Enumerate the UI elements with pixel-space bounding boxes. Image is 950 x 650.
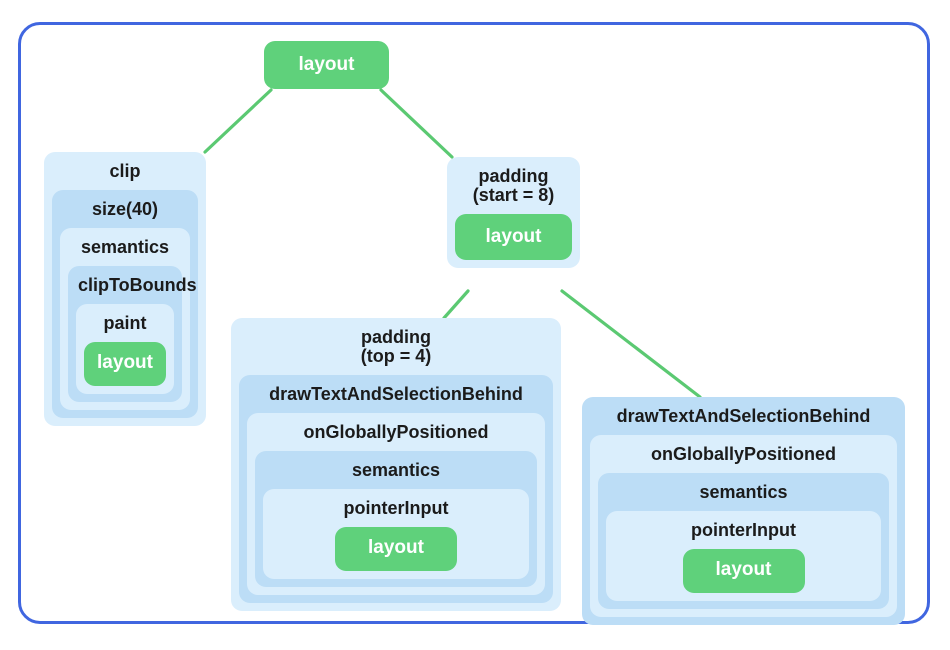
node-mid-semantics-label: semantics	[351, 459, 441, 480]
node-root-layout[interactable]: layout	[264, 41, 389, 89]
node-mid-drawtextandselectionbehind-label: drawTextAndSelectionBehind	[269, 383, 523, 404]
node-mid-layout-leaf[interactable]: layout	[335, 526, 457, 571]
node-right-semantics-children: pointerInput layout	[598, 510, 889, 609]
node-right-pointerinput[interactable]: pointerInput layout	[606, 510, 881, 601]
node-size40-children: semantics clipToBounds paint l	[52, 227, 198, 418]
node-padding-start-label-line1: padding	[478, 166, 549, 186]
node-clip[interactable]: clip size(40) semantics clipToBounds pai…	[44, 152, 206, 426]
node-padding-start-children: layout	[447, 213, 580, 268]
node-right-layout-leaf[interactable]: layout	[682, 548, 805, 593]
node-clip-semantics[interactable]: semantics clipToBounds paint l	[60, 227, 197, 410]
node-mid-layout-leaf-label: layout	[368, 537, 424, 559]
node-mid-semantics-children: pointerInput layout	[255, 488, 537, 587]
node-right-ongloballypositioned[interactable]: onGloballyPositioned semantics pointerIn…	[590, 434, 897, 617]
node-padding-start-label-line2: (start = 8)	[472, 184, 555, 205]
node-right-ongloballypositioned-label: onGloballyPositioned	[650, 443, 836, 464]
node-mid-drawtextandselectionbehind[interactable]: drawTextAndSelectionBehind onGloballyPos…	[239, 374, 553, 603]
node-padding-top-label-line2: (top = 4)	[360, 345, 432, 366]
node-cliptobounds-label: clipToBounds	[78, 274, 197, 295]
node-clip-label: clip	[109, 161, 141, 181]
node-right-pointerinput-children: layout	[606, 548, 881, 601]
node-cliptobounds[interactable]: clipToBounds paint layout	[68, 265, 197, 402]
node-size40[interactable]: size(40) semantics clipToBounds paint	[52, 189, 198, 418]
node-right-drawtextandselectionbehind[interactable]: drawTextAndSelectionBehind onGloballyPos…	[582, 397, 905, 625]
node-padding-start[interactable]: padding (start = 8) layout	[447, 157, 580, 268]
node-right-layout-leaf-label: layout	[715, 559, 772, 581]
node-right-semantics-label: semantics	[699, 481, 788, 502]
node-paint[interactable]: paint layout	[76, 303, 174, 394]
node-padding-start-layout-leaf-label: layout	[485, 225, 542, 247]
node-mid-semantics[interactable]: semantics pointerInput layout	[255, 450, 537, 587]
node-clip-semantics-children: clipToBounds paint layout	[60, 265, 197, 410]
node-paint-label: paint	[103, 312, 147, 333]
node-root-layout-label: layout	[298, 53, 355, 75]
node-padding-start-layout-leaf[interactable]: layout	[455, 213, 572, 260]
node-right-draw-children: onGloballyPositioned semantics pointerIn…	[582, 434, 905, 625]
node-mid-ogp-children: semantics pointerInput layout	[247, 450, 545, 595]
node-right-ogp-children: semantics pointerInput layout	[590, 472, 897, 617]
node-mid-pointerinput-label: pointerInput	[343, 497, 449, 518]
node-mid-draw-children: onGloballyPositioned semantics pointerIn…	[239, 412, 553, 603]
node-clip-children: size(40) semantics clipToBounds paint	[44, 189, 206, 426]
node-padding-top[interactable]: padding (top = 4) drawTextAndSelectionBe…	[231, 318, 561, 611]
node-right-pointerinput-label: pointerInput	[691, 519, 796, 540]
node-padding-top-children: drawTextAndSelectionBehind onGloballyPos…	[231, 374, 561, 611]
node-clip-semantics-label: semantics	[80, 236, 170, 257]
node-clip-layout-leaf[interactable]: layout	[84, 341, 166, 386]
node-padding-top-label-line1: padding	[361, 327, 431, 347]
node-right-drawtextandselectionbehind-label: drawTextAndSelectionBehind	[616, 406, 871, 426]
node-clip-layout-leaf-label: layout	[97, 352, 153, 374]
node-mid-ongloballypositioned[interactable]: onGloballyPositioned semantics pointerIn…	[247, 412, 545, 595]
node-mid-pointerinput[interactable]: pointerInput layout	[263, 488, 529, 579]
node-paint-children: layout	[76, 341, 174, 394]
node-mid-ongloballypositioned-label: onGloballyPositioned	[303, 421, 489, 442]
node-cliptobounds-children: paint layout	[68, 303, 182, 402]
node-mid-pointerinput-children: layout	[263, 526, 529, 579]
node-right-semantics[interactable]: semantics pointerInput layout	[598, 472, 889, 609]
node-size40-label: size(40)	[91, 198, 159, 219]
